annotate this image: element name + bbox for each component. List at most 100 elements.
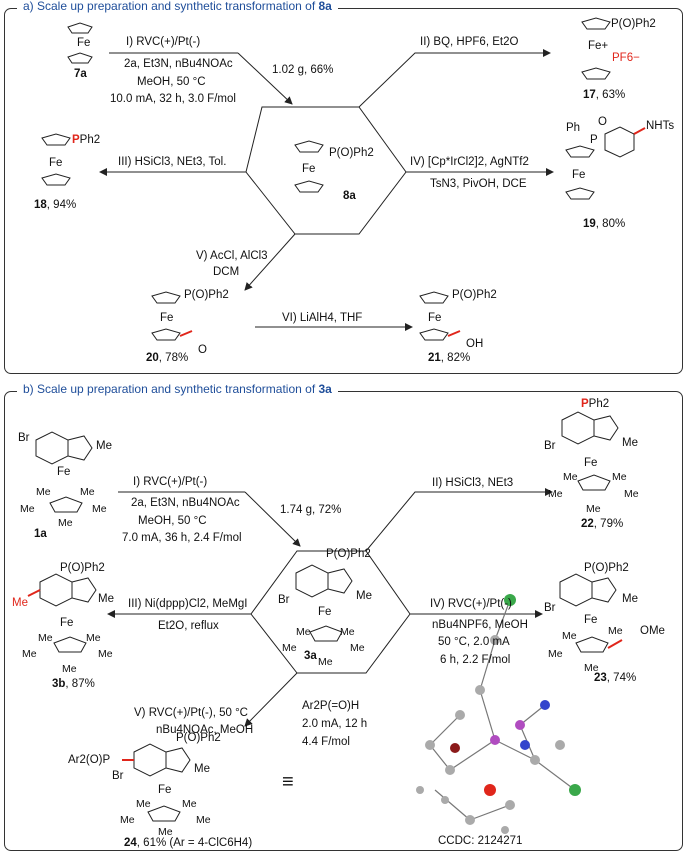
- 3b-cp-me3: Me: [22, 648, 37, 660]
- 18-substituent: PPh2: [72, 134, 101, 146]
- 24-cp-me4: Me: [196, 814, 211, 826]
- fe-7a: Fe: [77, 37, 91, 49]
- b-step4-line2: nBu4NPF6, MeOH: [432, 619, 528, 631]
- panel-b: b) Scale up preparation and synthetic tr…: [4, 382, 683, 851]
- 1a-cp-me3: Me: [20, 503, 35, 515]
- equivalence-symbol: ≡: [282, 771, 294, 793]
- panel-b-title: b) Scale up preparation and synthetic tr…: [17, 382, 338, 396]
- b-step2-cond: II) HSiCl3, NEt3: [432, 477, 514, 489]
- 19-p: P: [590, 134, 598, 146]
- 22-yield-line: 22, 79%: [581, 518, 624, 530]
- 24-br: Br: [112, 770, 124, 782]
- b-step5-line5: 4.4 F/mol: [302, 736, 350, 748]
- 21-fe: Fe: [428, 312, 442, 324]
- 22-substituent: PPh2: [581, 398, 610, 410]
- 21-yield-line: 21, 82%: [428, 352, 471, 364]
- 22-cp-me2: Me: [612, 471, 627, 483]
- 3a-fe: Fe: [318, 606, 332, 618]
- 18-fe: Fe: [49, 157, 63, 169]
- a-step1-line4: 10.0 mA, 32 h, 3.0 F/mol: [110, 93, 236, 105]
- a-step1-yield: 1.02 g, 66%: [272, 64, 334, 76]
- 22-cp-me5: Me: [586, 503, 601, 515]
- 21-substituent: P(O)Ph2: [452, 289, 497, 301]
- label-3a: 3a: [304, 650, 317, 662]
- 20-yield-line: 20, 78%: [146, 352, 189, 364]
- 22-cp-me1: Me: [563, 471, 578, 483]
- 23-cp-me5: Me: [584, 662, 599, 674]
- a-step4-line2: TsN3, PivOH, DCE: [430, 178, 527, 190]
- 1a-me: Me: [96, 440, 112, 452]
- b-step4-line4: 6 h, 2.2 F/mol: [440, 654, 511, 666]
- 23-yield-line: 23, 74%: [594, 672, 637, 684]
- b-step3-line1: III) Ni(dppp)Cl2, MeMgI: [128, 598, 248, 610]
- 1a-fe: Fe: [57, 466, 71, 478]
- crystal-structure: [429, 599, 576, 821]
- crystal-atoms: [416, 594, 581, 834]
- a-step1-line3: MeOH, 50 °C: [137, 76, 206, 88]
- 24-ar2op: Ar2(O)P: [68, 754, 111, 766]
- 3a-me: Me: [356, 590, 372, 602]
- 3a-br: Br: [278, 594, 290, 606]
- 1a-cp-me1: Me: [36, 486, 51, 498]
- b-step1-line3: MeOH, 50 °C: [138, 515, 207, 527]
- 24-cp-me1: Me: [136, 798, 151, 810]
- b-step5-line1: V) RVC(+)/Pt(-), 50 °C: [134, 707, 248, 719]
- 23-fe: Fe: [584, 614, 598, 626]
- a-step4-line1: IV) [Cp*IrCl2]2, AgNTf2: [410, 156, 529, 168]
- 3a-cp-me3: Me: [282, 642, 297, 654]
- b-step5-line2: nBu4NOAc, MeOH: [156, 724, 254, 736]
- 22-br: Br: [544, 440, 556, 452]
- 23-me: Me: [622, 593, 638, 605]
- b-step5-line3: Ar2P(=O)H: [302, 700, 360, 712]
- 3b-cp-me5: Me: [62, 663, 77, 675]
- 18-yield-line: 18, 94%: [34, 199, 77, 211]
- 23-br: Br: [544, 602, 556, 614]
- 1a-cp-me5: Me: [58, 517, 73, 529]
- label-8a: 8a: [343, 190, 356, 202]
- 8a-substituent: P(O)Ph2: [329, 147, 374, 159]
- 3b-red-me: Me: [12, 597, 28, 609]
- b-step1-line1: I) RVC(+)/Pt(-): [133, 476, 208, 488]
- 20-fe: Fe: [160, 312, 174, 324]
- 23-cp-me3: Me: [548, 648, 563, 660]
- 22-cp-me4: Me: [624, 488, 639, 500]
- 23-cp-me1: Me: [562, 630, 577, 642]
- 3a-substituent: P(O)Ph2: [326, 548, 371, 560]
- 22-cp-me3: Me: [548, 488, 563, 500]
- panel-a: a) Scale up preparation and synthetic tr…: [4, 0, 683, 374]
- 23-cp-me2: Me: [608, 625, 623, 637]
- ferrocene-structures: [41, 17, 635, 341]
- 3b-cp-me1: Me: [38, 632, 53, 644]
- red-bonds-a: [179, 127, 646, 337]
- 20-substituent: P(O)Ph2: [184, 289, 229, 301]
- a-step3-cond: III) HSiCl3, NEt3, Tol.: [118, 156, 227, 168]
- a-step5-line2: DCM: [213, 266, 240, 278]
- b-step5-line4: 2.0 mA, 12 h: [302, 718, 368, 730]
- 3a-cp-me4: Me: [350, 642, 365, 654]
- 21-oh: OH: [466, 338, 484, 350]
- b-step1-line2: 2a, Et3N, nBu4NOAc: [131, 497, 240, 509]
- red-bonds-b: [27, 589, 623, 761]
- ccdc-label: CCDC: 2124271: [438, 835, 523, 847]
- label-7a: 7a: [74, 68, 87, 80]
- 24-cp-me2: Me: [182, 798, 197, 810]
- 8a-fe: Fe: [302, 163, 316, 175]
- 3b-cp-me2: Me: [86, 632, 101, 644]
- a-step1-line2: 2a, Et3N, nBu4NOAc: [124, 58, 233, 70]
- 17-anion: PF6−: [612, 52, 640, 64]
- 24-fe: Fe: [158, 784, 172, 796]
- a-step6-cond: VI) LiAlH4, THF: [282, 312, 363, 324]
- 22-fe: Fe: [584, 457, 598, 469]
- 3a-cp-me1: Me: [296, 626, 311, 638]
- 3b-yield-line: 3b, 87%: [52, 678, 95, 690]
- 24-cp-me3: Me: [120, 814, 135, 826]
- indenyl-structures: [35, 411, 619, 822]
- hexagon-a: [245, 106, 407, 235]
- a-step5-line1: V) AcCl, AlCl3: [196, 250, 268, 262]
- panel-a-title: a) Scale up preparation and synthetic tr…: [17, 0, 338, 13]
- 17-fe: Fe+: [588, 40, 609, 52]
- 1a-cp-me2: Me: [80, 486, 95, 498]
- 23-ome: OMe: [640, 625, 665, 637]
- 24-substituent: P(O)Ph2: [176, 732, 221, 744]
